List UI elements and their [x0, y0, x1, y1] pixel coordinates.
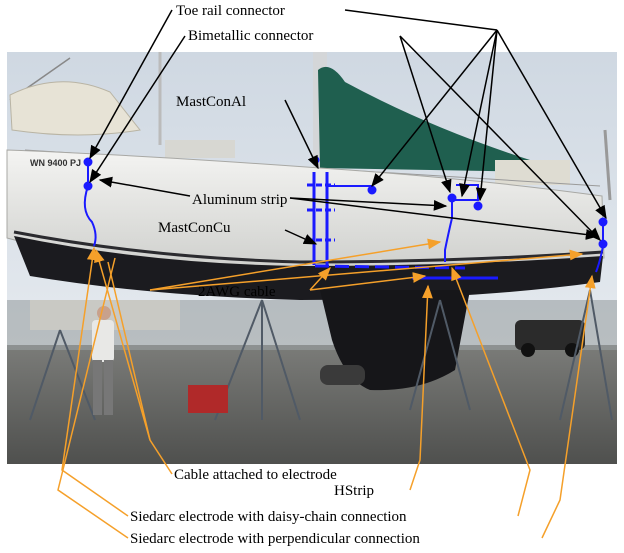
leader-aluminum-strip-3: [289, 197, 600, 240]
leader-aluminum-strip-2: [289, 197, 448, 211]
connector-dot: [367, 185, 377, 195]
boot-stripe: [13, 230, 604, 264]
leader-mastconal: [284, 99, 319, 170]
leader-toe-rail-3: [459, 29, 498, 198]
right-mast: [603, 129, 612, 201]
leader-siedarc-daisy-2: [61, 246, 129, 517]
cable-bus: [314, 264, 466, 270]
furled-jib: [9, 81, 141, 136]
leader-toe-rail-5: [496, 29, 607, 220]
bow-wire: [83, 162, 97, 247]
black-leaders: [89, 9, 607, 245]
leader-aluminum-strip-1: [98, 176, 191, 197]
label-toe-rail-connector: Toe rail connector: [176, 3, 285, 19]
hull-registration: WN 9400 PJ: [30, 158, 81, 168]
connector-dot: [473, 201, 483, 211]
label-siedarc-daisy: Siedarc electrode with daisy-chain conne…: [130, 509, 407, 525]
leader-2awg-1: [309, 267, 331, 291]
connector-dot: [598, 217, 608, 227]
leader-hstrip: [409, 284, 433, 491]
leader-2awg-4: [149, 249, 584, 291]
label-siedarc-perp: Siedarc electrode with perpendicular con…: [130, 531, 420, 547]
labels: Toe rail connector Bimetallic connector …: [130, 3, 420, 547]
hull-bottom: [14, 236, 603, 300]
leader-bimetallic-1: [89, 35, 186, 184]
leader-siedarc-perp-2: [57, 257, 129, 539]
cable-reel: [320, 365, 365, 385]
leader-toe-rail-2: [371, 29, 498, 188]
connector-dot: [598, 239, 608, 249]
leader-toe-rail-top: [344, 9, 498, 31]
leader-2awg-2: [309, 272, 427, 291]
leader-mastconcu: [284, 229, 318, 245]
leader-bimetallic-2: [399, 35, 452, 194]
background-car: [515, 320, 585, 350]
dodger: [165, 140, 235, 158]
orange-leaders: [57, 238, 596, 539]
leader-2awg-3: [149, 238, 442, 291]
connector-dot: [447, 193, 457, 203]
leader-cable-attached-2: [107, 261, 151, 441]
leader-bimetallic-3: [399, 35, 601, 241]
leader-toe-rail-4: [475, 29, 498, 202]
label-cable-attached: Cable attached to electrode: [174, 467, 337, 483]
leader-toe-rail-1: [89, 9, 173, 160]
wiring-overlay: [83, 156, 608, 280]
sail-cover: [318, 66, 545, 172]
leader-siedarc-daisy: [451, 266, 531, 517]
label-aluminum-strip: Aluminum strip: [192, 192, 287, 208]
leader-siedarc-perp: [541, 274, 596, 539]
label-hstrip: HStrip: [334, 483, 374, 499]
connector-dot: [83, 157, 93, 167]
connector-dot: [83, 181, 93, 191]
label-2awg-cable: 2AWG cable: [198, 284, 276, 300]
label-mastconal: MastConAl: [176, 94, 246, 110]
label-mastconcu: MastConCu: [158, 220, 231, 236]
label-bimetallic-connector: Bimetallic connector: [188, 28, 313, 44]
car-wheel: [521, 343, 535, 357]
boat-photo: WN 9400 PJ: [6, 52, 617, 464]
bimini: [495, 160, 570, 185]
red-equipment: [188, 385, 228, 413]
